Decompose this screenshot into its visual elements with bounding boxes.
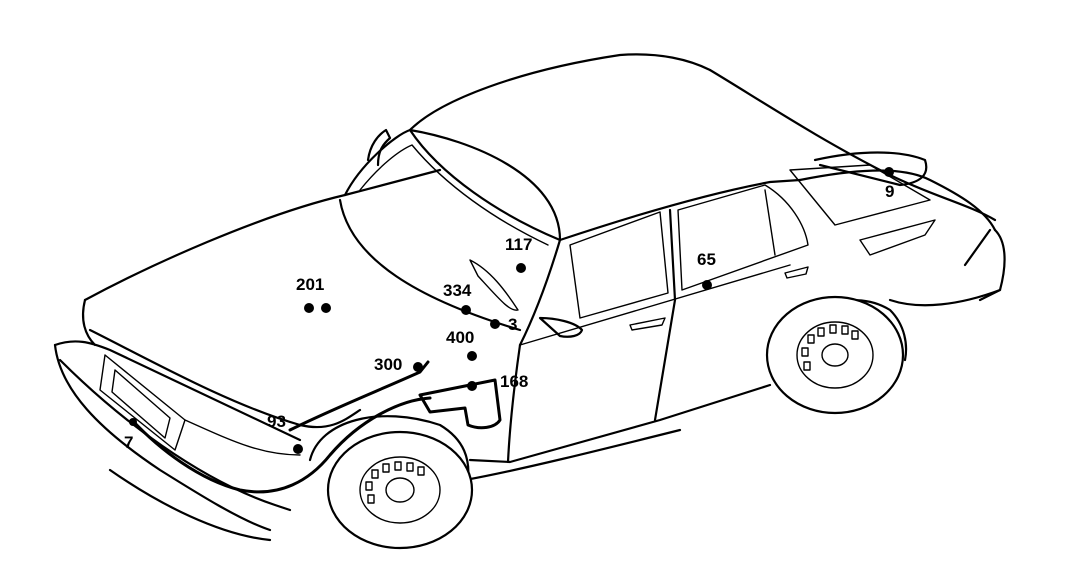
callout-9: 9 — [884, 167, 894, 201]
callout-label-7: 7 — [124, 433, 133, 452]
callout-168: 168 — [467, 372, 528, 391]
callout-label-300: 300 — [374, 355, 402, 374]
callout-201: 201 — [296, 275, 331, 313]
callout-label-117: 117 — [505, 235, 532, 254]
callout-400: 400 — [446, 328, 477, 361]
callout-label-400: 400 — [446, 328, 474, 347]
wiring-harness — [130, 360, 502, 494]
callout-300: 300 — [374, 355, 423, 374]
callout-334: 334 — [443, 281, 472, 315]
callout-label-201: 201 — [296, 275, 324, 294]
callout-label-93: 93 — [267, 412, 286, 431]
rear-wheel — [765, 295, 908, 415]
callouts: 201 117 334 3 400 300 168 93 — [124, 167, 894, 454]
callout-65: 65 — [697, 250, 716, 290]
callout-label-3: 3 — [508, 315, 517, 334]
callout-7: 7 — [124, 418, 137, 452]
callout-3: 3 — [490, 315, 517, 334]
car-body — [53, 53, 1006, 542]
callout-label-334: 334 — [443, 281, 472, 300]
callout-label-65: 65 — [697, 250, 716, 269]
front-wheel — [308, 415, 474, 550]
callout-93: 93 — [267, 412, 303, 454]
callout-label-9: 9 — [885, 182, 894, 201]
callout-117: 117 — [505, 235, 532, 273]
callout-label-168: 168 — [500, 372, 528, 391]
